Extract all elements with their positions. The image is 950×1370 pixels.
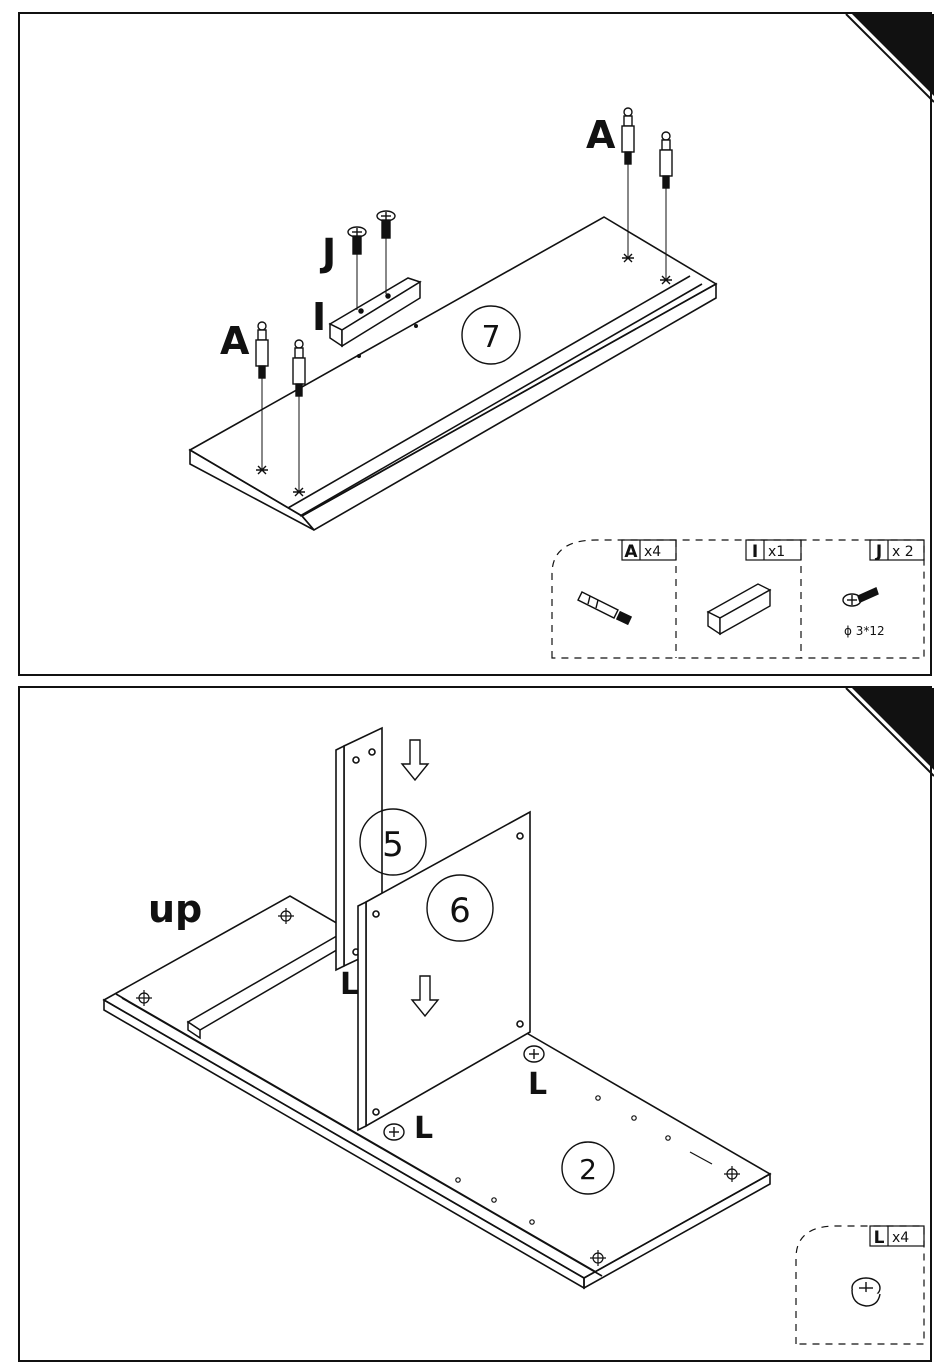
corner-tab-icon — [852, 688, 934, 770]
label-j: J — [319, 231, 336, 275]
step-panel-top: 7 A A I J A x4 I x1 J x 2 ϕ 3*12 — [18, 12, 932, 676]
corner-tab-icon — [852, 14, 934, 96]
handle-icon — [708, 584, 770, 634]
cam-lock-l-2 — [384, 1124, 404, 1140]
legend-a-letter: A — [624, 542, 638, 562]
screw-icon — [843, 588, 878, 606]
top-drawing: 7 A A I J A x4 I x1 J x 2 ϕ 3*12 — [20, 14, 934, 678]
step-panel-bottom: 5 6 2 — [18, 686, 932, 1362]
part-number-5: 5 — [382, 825, 404, 865]
legend-i-qty: x1 — [768, 544, 785, 560]
legend-i-letter: I — [752, 542, 758, 562]
cam-label-3: L — [340, 967, 359, 1002]
label-i: I — [312, 295, 326, 339]
cam-bolt-icon — [578, 592, 631, 624]
cam-label-1: L — [528, 1067, 547, 1102]
legend-j-spec: ϕ 3*12 — [844, 624, 885, 638]
cam-lock-icon — [852, 1278, 880, 1306]
legend-j-qty: x 2 — [892, 544, 914, 560]
screw-j-left — [348, 227, 366, 310]
up-label: up — [148, 887, 202, 931]
bottom-drawing: 5 6 2 — [20, 688, 934, 1364]
label-a-right: A — [586, 113, 616, 157]
legend-a-qty: x4 — [644, 544, 661, 560]
legend-j-letter: J — [875, 542, 882, 562]
part-number-2: 2 — [579, 1153, 597, 1186]
down-arrow-icon — [402, 740, 428, 780]
label-a-left: A — [220, 319, 250, 363]
board-7 — [190, 217, 716, 530]
screw-j-right — [377, 211, 395, 294]
part-number-6: 6 — [449, 891, 471, 931]
cam-lock-l-1 — [524, 1046, 544, 1062]
part-number-7: 7 — [481, 320, 500, 355]
cam-label-2: L — [414, 1111, 433, 1146]
legend-l-qty: x4 — [892, 1230, 909, 1246]
legend-l-letter: L — [874, 1228, 885, 1248]
